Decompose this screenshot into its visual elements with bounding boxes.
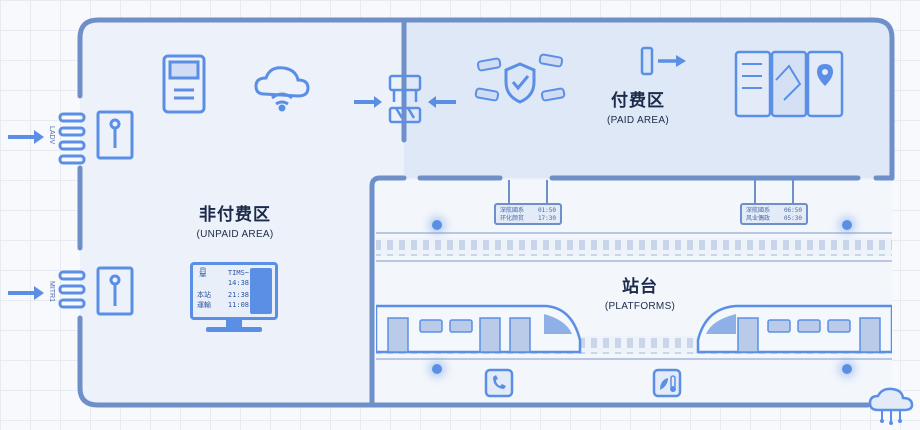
platform-lamp bbox=[842, 364, 852, 374]
platforms-label: 站台 (PLATFORMS) bbox=[590, 272, 690, 312]
unpaid-amenities bbox=[162, 54, 310, 114]
shield-check-icon bbox=[504, 62, 536, 104]
entrance-gates bbox=[58, 112, 86, 309]
unpaid-area-label: 非付费区 (UNPAID AREA) bbox=[180, 200, 290, 240]
unpaid-area-en: (UNPAID AREA) bbox=[196, 229, 274, 240]
entrances bbox=[8, 110, 134, 316]
platform-lamp bbox=[432, 220, 442, 230]
central-gates bbox=[354, 74, 456, 124]
screen-row3-label: 運輸 bbox=[197, 301, 211, 309]
cloud-network-icon bbox=[868, 387, 914, 425]
paid-area-label: 付费区 (PAID AREA) bbox=[590, 86, 686, 126]
screen-row2-label: 本站 bbox=[197, 291, 211, 299]
platforms-cn: 站台 bbox=[622, 277, 658, 296]
trains bbox=[376, 304, 892, 354]
board-left-r2-time: 17:30 bbox=[537, 215, 556, 222]
fare-gate-icon[interactable] bbox=[388, 74, 422, 124]
train-icon: 🚆︎ bbox=[197, 268, 209, 278]
gate-arrow-out-icon bbox=[428, 96, 456, 108]
train-right bbox=[696, 304, 892, 354]
gate-arrow-in-icon bbox=[354, 96, 382, 108]
security-cluster bbox=[474, 53, 566, 104]
board-right-r2-time: 05:30 bbox=[783, 215, 802, 222]
platform-board-right: 深航國系 06:50 风业偶政 05:30 bbox=[740, 203, 808, 225]
board-left-r1-label: 深航國系 bbox=[500, 207, 525, 214]
board-left-r1-time: 01:50 bbox=[537, 207, 556, 214]
platform-lamp bbox=[842, 220, 852, 230]
board-left-r2-label: 环化颜贫 bbox=[500, 215, 525, 222]
platform-lamp bbox=[432, 364, 442, 374]
ticket-machine-icon bbox=[162, 54, 206, 114]
screen-line1: TIMS~ bbox=[227, 269, 249, 277]
security-camera-icon bbox=[474, 53, 566, 102]
entrance-arrow-bottom-icon bbox=[8, 286, 44, 300]
screen-time1: 14:38 bbox=[227, 279, 249, 287]
train-left bbox=[376, 304, 582, 354]
unpaid-area-cn: 非付费区 bbox=[199, 205, 271, 224]
board-right-r1-time: 06:50 bbox=[783, 207, 802, 214]
climate-icon bbox=[652, 368, 682, 398]
screen-row2-time: 21:38 bbox=[227, 291, 249, 299]
wifi-cloud-icon bbox=[254, 66, 310, 112]
info-display-screen: 🚆︎ TIMS~ 14:38 本站 21:38 運輸 11:08 bbox=[190, 262, 278, 320]
track-upper bbox=[376, 238, 892, 256]
map-board-icon bbox=[734, 50, 844, 118]
entrance-label-bottom: MITR1 bbox=[48, 281, 55, 302]
entrance-label-top: LADV bbox=[48, 126, 55, 145]
outer-walls bbox=[77, 17, 895, 408]
paid-area-en: (PAID AREA) bbox=[606, 115, 670, 126]
metal-detector-icon bbox=[96, 110, 134, 316]
platforms-en: (PLATFORMS) bbox=[604, 301, 676, 312]
paid-area-cn: 付费区 bbox=[611, 91, 665, 110]
board-right-r2-label: 风业偶政 bbox=[746, 215, 771, 222]
screen-base bbox=[206, 327, 262, 332]
screen-side-panel bbox=[250, 268, 272, 314]
entrance-arrow-top-icon bbox=[8, 130, 44, 144]
screen-stand bbox=[226, 320, 242, 328]
platform-board-left: 深航國系 01:50 环化颜贫 17:30 bbox=[494, 203, 562, 225]
screen-row3-time: 11:08 bbox=[227, 301, 249, 309]
board-right-r1-label: 深航國系 bbox=[746, 207, 771, 214]
phone-icon[interactable] bbox=[484, 368, 514, 398]
exit-arrow-icon bbox=[640, 46, 686, 76]
